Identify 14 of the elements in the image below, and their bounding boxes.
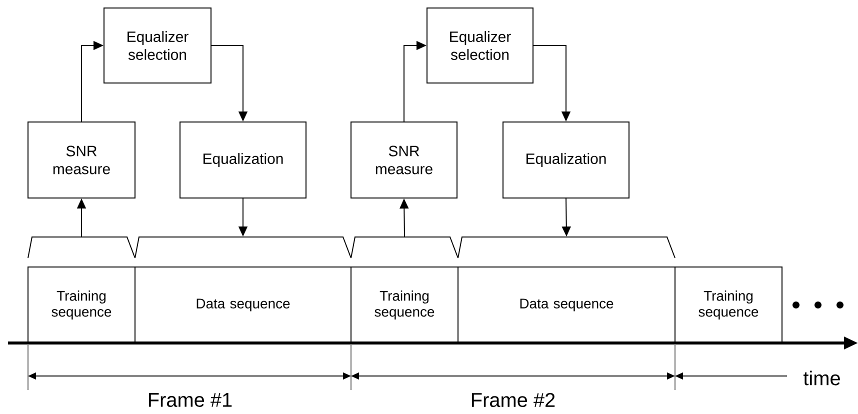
sequence-block: Data sequence: [458, 266, 676, 344]
axis-label: time: [803, 370, 840, 386]
sequence-block: Training sequence: [28, 266, 136, 344]
frame-label: Frame #2: [472, 392, 555, 408]
process-box: Equalizer selection: [426, 8, 534, 84]
process-box: SNR measure: [28, 122, 136, 198]
sequence-block: Data sequence: [134, 266, 352, 344]
process-box: SNR measure: [350, 122, 458, 198]
sequence-block: Training sequence: [350, 266, 458, 344]
process-box: Equalization: [502, 122, 630, 198]
sequence-block: Training sequence: [674, 266, 782, 344]
frame-label: Frame #1: [149, 393, 232, 407]
process-box: Equalizer selection: [104, 8, 212, 84]
process-box: Equalization: [180, 122, 306, 198]
